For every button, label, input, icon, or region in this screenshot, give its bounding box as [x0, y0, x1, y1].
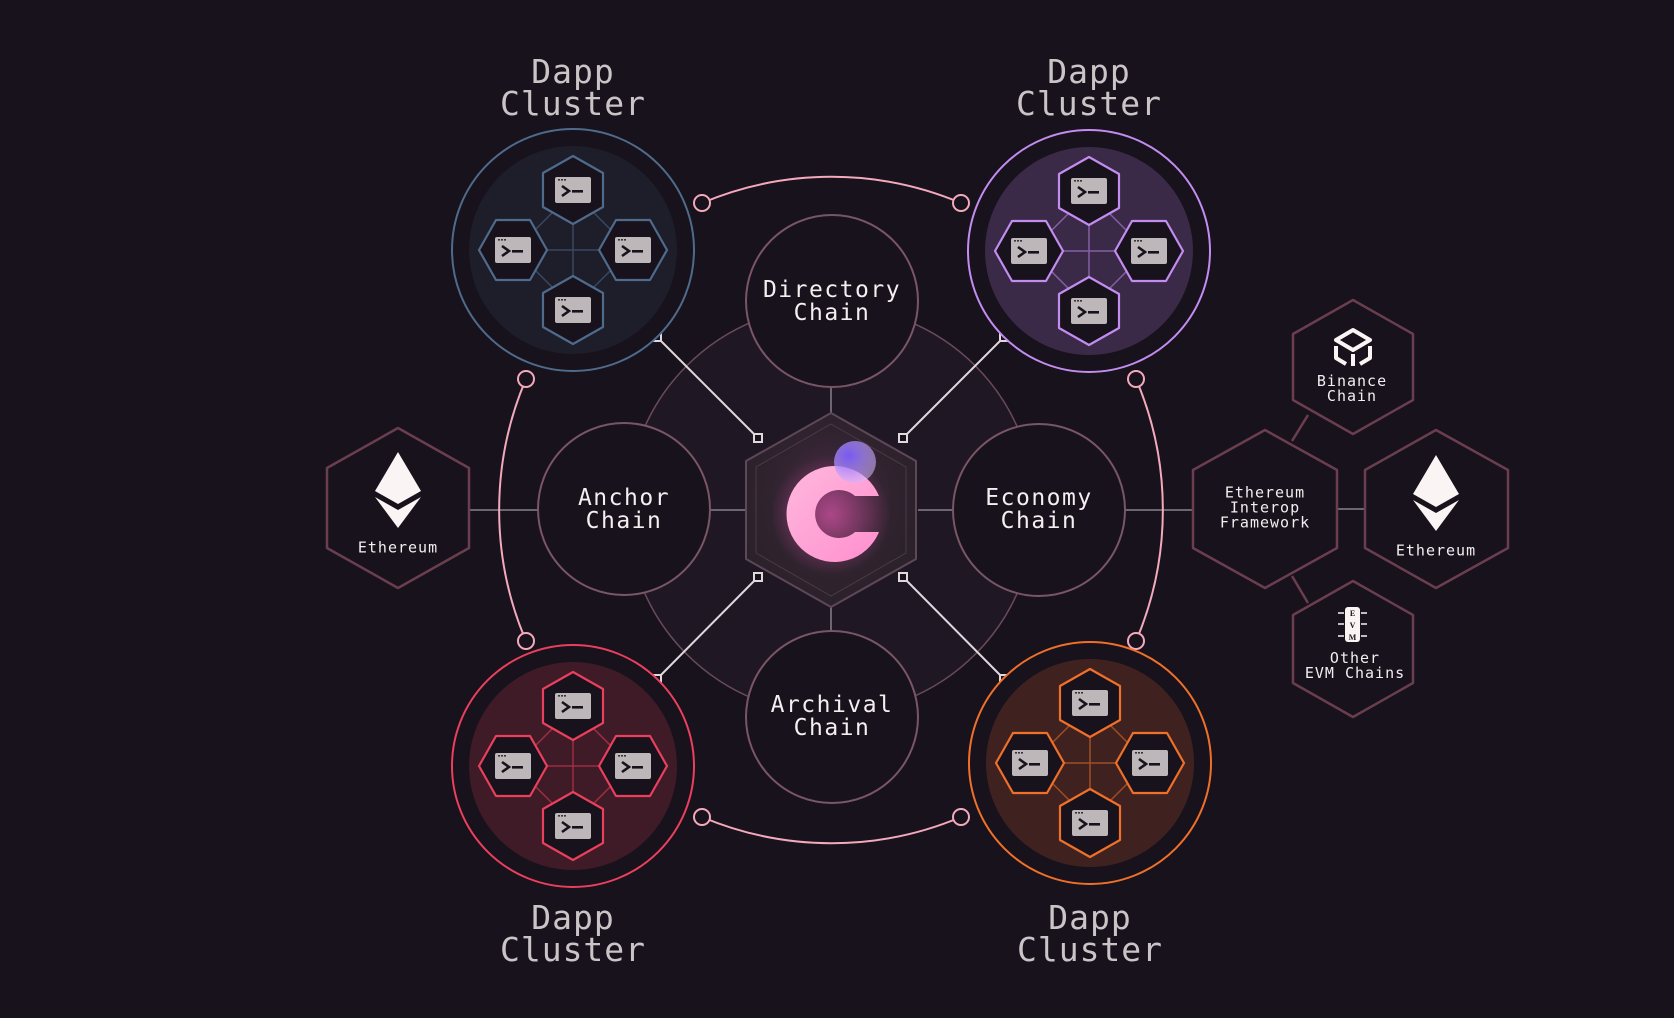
- dapp-cluster-bottom-right[interactable]: [968, 641, 1212, 885]
- ethereum-icon: [1413, 455, 1459, 531]
- terminal-icon: [1069, 176, 1109, 206]
- economy-chain-node[interactable]: [952, 423, 1126, 597]
- terminal-icon: [1070, 688, 1110, 718]
- binance-chain-node[interactable]: [1291, 298, 1415, 436]
- dapp-cluster-bottom-left[interactable]: [451, 644, 695, 888]
- terminal-icon: [1009, 236, 1049, 266]
- terminal-icon: [493, 235, 533, 265]
- svg-text:E: E: [1350, 609, 1355, 618]
- dapp-cluster-top-right[interactable]: [967, 129, 1211, 373]
- svg-text:M: M: [1349, 633, 1357, 642]
- terminal-icon: [1130, 748, 1170, 778]
- terminal-icon: [553, 295, 593, 325]
- dapp-cluster-top-left[interactable]: [451, 128, 695, 372]
- ethereum-right-node[interactable]: [1363, 428, 1510, 590]
- anchor-chain-node[interactable]: [537, 422, 711, 596]
- terminal-icon: [613, 751, 653, 781]
- terminal-icon: [1070, 808, 1110, 838]
- archival-chain-node[interactable]: [745, 630, 919, 804]
- terminal-icon: [1129, 236, 1169, 266]
- ethereum-left-node[interactable]: [325, 426, 471, 590]
- terminal-icon: [553, 175, 593, 205]
- outer-ring: [498, 175, 1164, 845]
- terminal-icon: [493, 751, 533, 781]
- svg-text:V: V: [1350, 621, 1356, 630]
- chain-connectors: [470, 387, 1365, 631]
- ring-joints: [517, 194, 1145, 826]
- terminal-icon: [1069, 296, 1109, 326]
- terminal-icon: [553, 811, 593, 841]
- interop-connectors: [1290, 414, 1310, 604]
- binance-icon: [1334, 328, 1372, 366]
- core-hub[interactable]: [745, 412, 917, 608]
- terminal-icon: [613, 235, 653, 265]
- c-logo-icon: [786, 466, 879, 562]
- ethereum-icon: [375, 452, 421, 528]
- terminal-icon: [1010, 748, 1050, 778]
- evm-chip-icon: E V M: [1338, 607, 1367, 642]
- directory-chain-node[interactable]: [745, 214, 919, 388]
- evm-chains-node[interactable]: [1291, 579, 1415, 719]
- orb-icon: [834, 441, 876, 483]
- interop-framework-node[interactable]: [1191, 428, 1339, 590]
- terminal-icon: [553, 691, 593, 721]
